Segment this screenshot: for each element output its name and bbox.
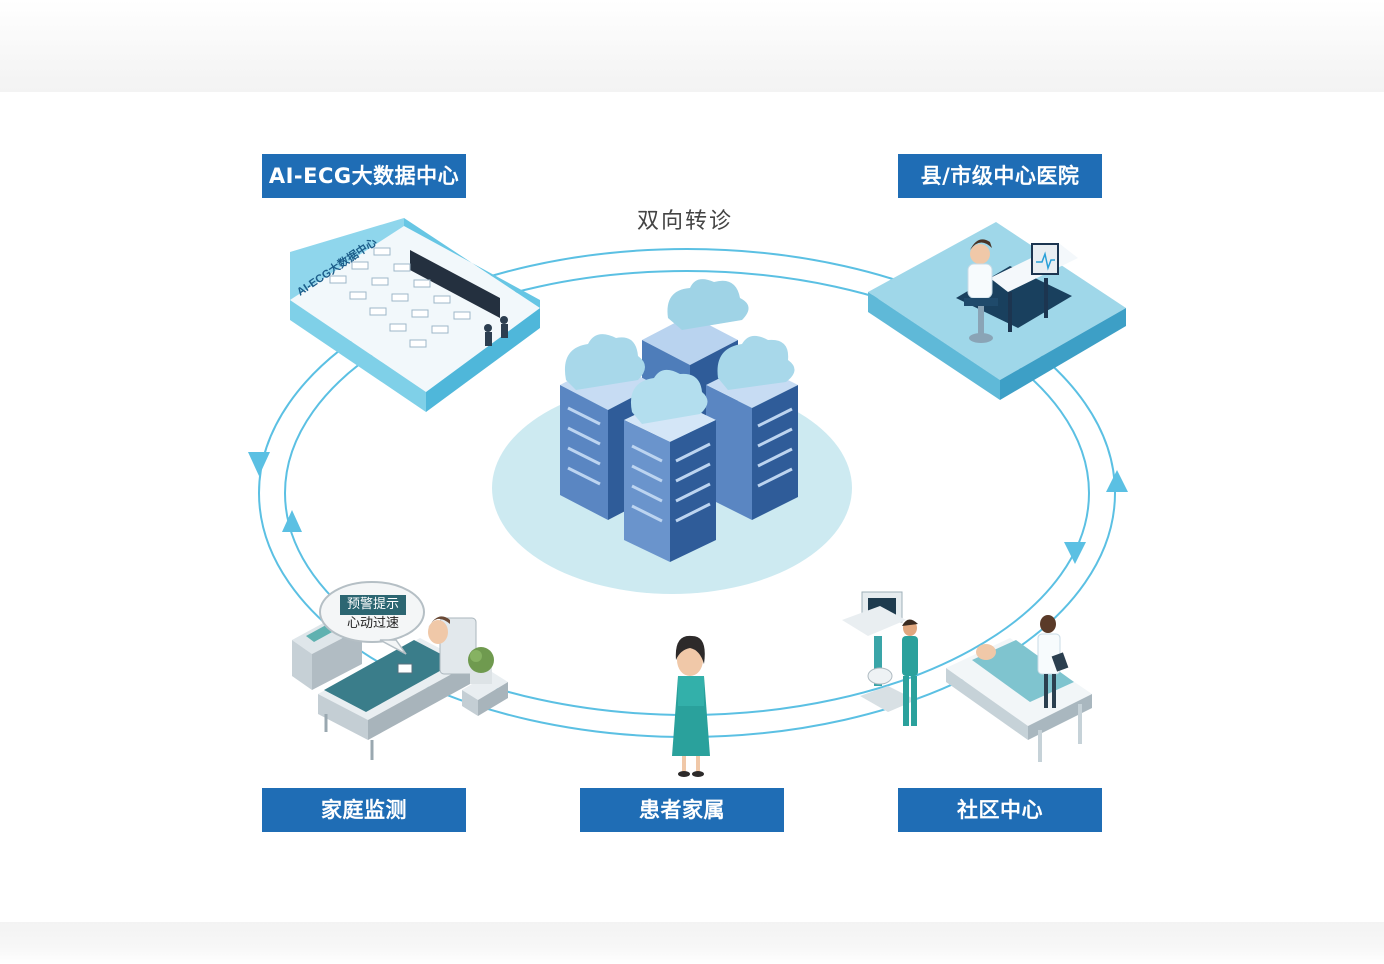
server-cluster-illustration	[560, 279, 798, 562]
ring-arrow-right-up	[1106, 470, 1128, 492]
family-member-illustration	[672, 635, 710, 777]
hospital-label: 县/市级中心医院	[898, 154, 1102, 198]
alert-title: 预警提示	[340, 595, 406, 615]
community-center-label: 社区中心	[898, 788, 1102, 832]
hospital-doctor-illustration	[868, 222, 1126, 400]
data-center-room-illustration: AI-ECG大数据中心	[290, 218, 540, 412]
top-band	[0, 0, 1384, 92]
ring-arrow-left-up	[282, 510, 302, 532]
community-center-illustration	[842, 591, 1092, 762]
bottom-band	[0, 922, 1384, 964]
ring-arrow-right-down	[1064, 542, 1086, 564]
ai-ecg-center-label: AI-ECG大数据中心	[262, 154, 466, 198]
home-monitoring-label: 家庭监测	[262, 788, 466, 832]
ring-arrow-left-down	[248, 452, 270, 476]
family-label: 患者家属	[580, 788, 784, 832]
home-monitoring-illustration	[292, 581, 508, 760]
diagram-title: 双向转诊	[636, 209, 733, 234]
alert-message: 心动过速	[346, 616, 399, 631]
